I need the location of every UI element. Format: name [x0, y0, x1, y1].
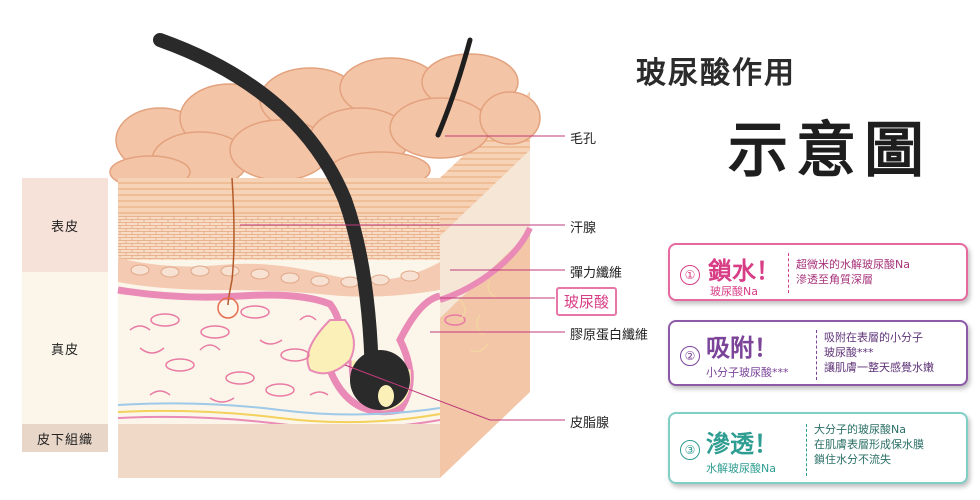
dermal-papilla	[378, 385, 394, 407]
basal-cells	[130, 264, 420, 288]
dermis-label-text: 真皮	[50, 342, 79, 358]
epidermis-label: 表皮	[22, 178, 108, 272]
epidermis-cells	[118, 216, 440, 260]
leader-lines	[240, 135, 565, 421]
callout-pore: 毛孔	[570, 132, 597, 147]
info-card-adsorb: ② 吸附！ 小分子玻尿酸*** 吸附在表層的小分子 玻尿酸*** 讓肌膚一整天感…	[668, 320, 968, 386]
card-divider	[806, 424, 807, 476]
hypodermis-block	[118, 424, 440, 478]
card-headline: 鎖水！	[708, 257, 780, 285]
card-divider	[788, 253, 789, 293]
stratum-corneum	[118, 178, 440, 216]
callout-collagen-fiber: 膠原蛋白纖維	[570, 328, 649, 343]
card-description: 超微米的水解玻尿酸Na 滲透至角質深層	[796, 258, 910, 286]
sebaceous-gland-shape	[306, 319, 355, 375]
hair-shaft-second	[435, 37, 473, 138]
info-card-penetrate: ③ 滲透！ 水解玻尿酸Na 大分子的玻尿酸Na 在肌膚表層形成保水膜 鎖住水分不…	[668, 412, 968, 484]
card-divider	[816, 330, 817, 380]
sweat-duct	[227, 177, 235, 306]
hypodermis-label-text: 皮下組織	[36, 432, 93, 448]
card-subline: 水解玻尿酸Na	[706, 462, 776, 475]
info-card-lock-water: ① 鎖水！ 玻尿酸Na 超微米的水解玻尿酸Na 滲透至角質深層	[668, 243, 968, 301]
title-line-1: 玻尿酸作用	[636, 56, 796, 91]
callout-sebaceous-gland: 皮脂腺	[570, 416, 610, 431]
hair-strand-icon	[153, 33, 379, 387]
sweat-gland-coil	[217, 297, 239, 319]
callout-hyaluronic-acid: 玻尿酸	[556, 287, 618, 316]
dermis-label: 真皮	[22, 272, 108, 424]
side-dermis	[440, 150, 530, 318]
elastic-fibers	[459, 279, 497, 353]
card-description: 大分子的玻尿酸Na 在肌膚表層形成保水膜 鎖住水分不流失	[814, 423, 924, 466]
card-number-badge: ②	[680, 346, 700, 366]
card-subline: 小分子玻尿酸***	[706, 366, 789, 379]
hair-bulb-icon	[350, 350, 410, 410]
callout-sweat-gland: 汗腺	[570, 221, 597, 236]
card-subline: 玻尿酸Na	[710, 285, 758, 298]
card-number-badge: ③	[680, 440, 700, 460]
card-description: 吸附在表層的小分子 玻尿酸*** 讓肌膚一整天感覺水嫩	[824, 331, 934, 374]
card-headline: 吸附！	[706, 334, 778, 362]
title-line-2: 示意圖	[728, 116, 932, 186]
card-headline: 滲透！	[706, 430, 778, 458]
surface-cells	[109, 53, 541, 189]
hypodermis-label: 皮下組織	[22, 424, 108, 452]
collagen-fibers	[129, 305, 466, 403]
epidermis-label-text: 表皮	[50, 219, 79, 235]
card-number-badge: ①	[680, 265, 700, 285]
callout-elastic-fiber: 彈力纖維	[570, 266, 623, 281]
